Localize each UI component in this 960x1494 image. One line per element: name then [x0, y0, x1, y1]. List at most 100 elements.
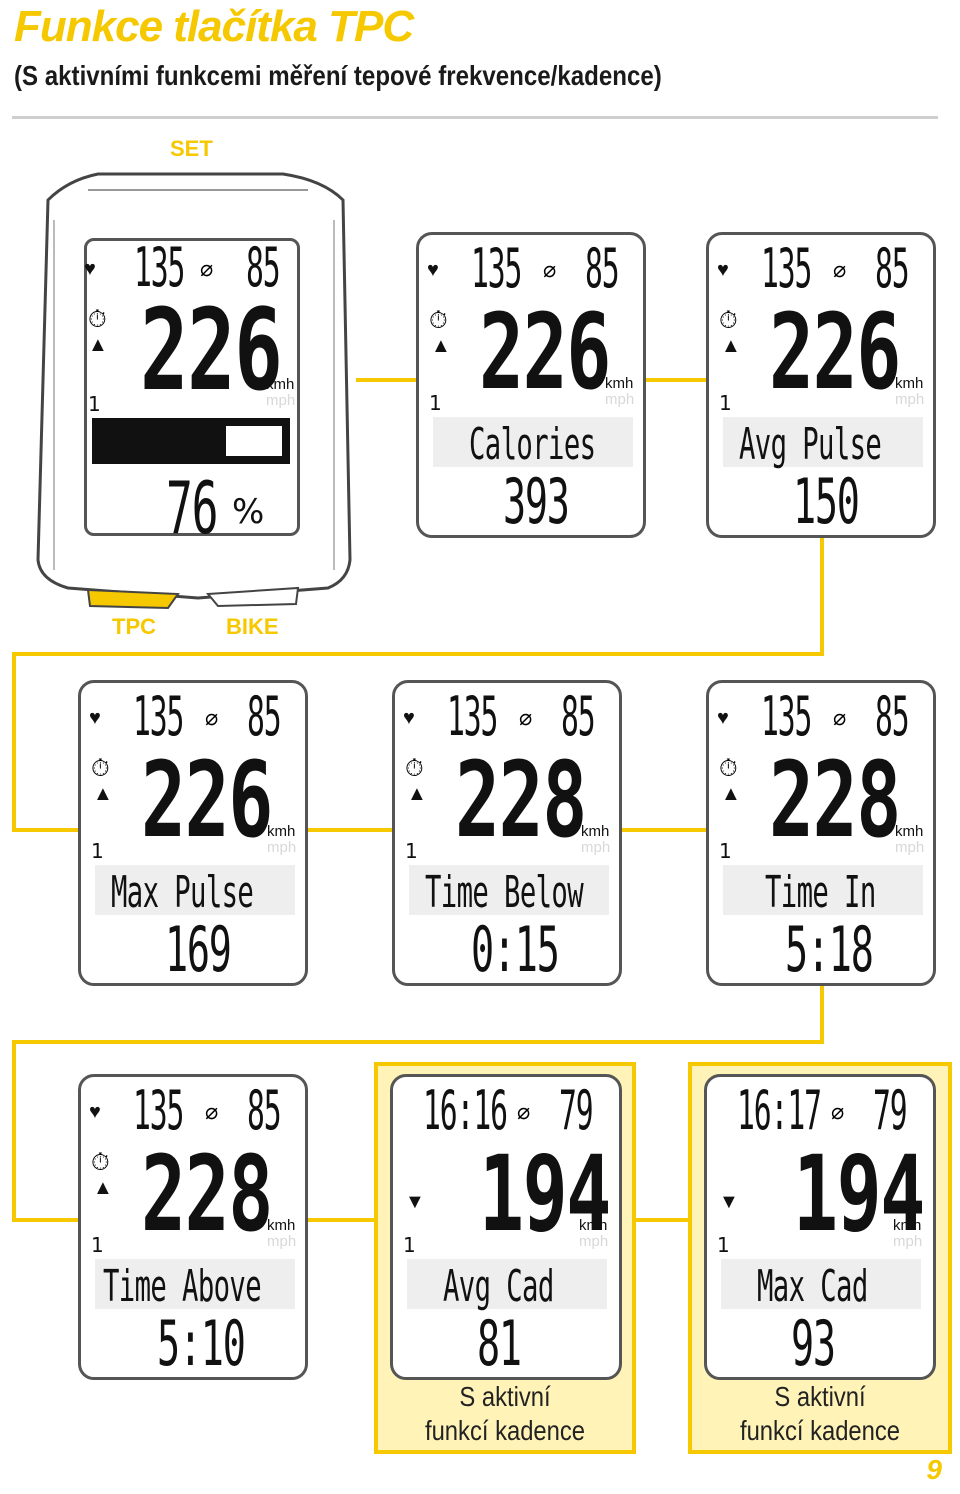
function-label: Max Pulse: [111, 867, 254, 918]
cadence-icon: ⌀: [517, 1099, 531, 1124]
label-background: [95, 865, 295, 915]
lap-number: 1: [429, 391, 442, 415]
speed-readout: 194: [793, 1133, 925, 1255]
speed-readout: 226: [141, 739, 273, 861]
label-background: [433, 417, 633, 467]
cadence-readout: 85: [561, 685, 596, 748]
speed-readout: 226: [479, 291, 611, 413]
speed-up-arrow-icon: ▲: [721, 335, 741, 357]
page-number: 9: [926, 1454, 942, 1485]
function-label: Time Above: [103, 1261, 262, 1312]
heart-icon: ♥: [84, 258, 96, 280]
stopwatch-icon: ⏱: [91, 1149, 110, 1176]
cadence-readout: 85: [585, 237, 620, 300]
connector: [12, 652, 824, 656]
lap-number: 1: [405, 839, 418, 863]
cadence-icon: ⌀: [205, 705, 219, 730]
speed-readout: 228: [455, 739, 587, 861]
zone-percent-unit: %: [232, 492, 265, 532]
speed-readout: 194: [479, 1133, 611, 1255]
heart-rate-readout: 135: [134, 236, 185, 299]
speed-up-arrow-icon: ▲: [93, 1177, 113, 1199]
note-line-2: funkcí kadence: [424, 1415, 586, 1446]
speed-readout: 226: [769, 291, 901, 413]
heart-icon: ♥: [403, 707, 415, 729]
cadence-icon: ⌀: [833, 705, 847, 730]
heart-rate-readout: 135: [133, 1079, 184, 1142]
function-value: 93: [791, 1307, 836, 1380]
label-background: [723, 417, 923, 467]
lcd-screen: ♥ 135 ⌀ 85 ⏱ ▲ 1 226 kmh mph Calories 39…: [416, 232, 646, 538]
speed-unit-kmh: kmh: [893, 1217, 922, 1234]
zone-percent-value: 76: [166, 466, 219, 550]
function-label: Time Below: [425, 867, 584, 918]
speed-unit-kmh: kmh: [605, 375, 634, 392]
lap-number: 1: [719, 391, 732, 415]
function-label: Avg Pulse: [739, 419, 882, 470]
zone-bar: [92, 418, 290, 464]
speed-unit-kmh: kmh: [581, 823, 610, 840]
set-button-label: SET: [170, 136, 213, 161]
function-label: Time In: [765, 867, 876, 918]
speed-down-arrow-icon: ▼: [405, 1191, 425, 1213]
speed-up-arrow-icon: ▲: [88, 334, 108, 356]
speed-unit-mph: mph: [267, 839, 297, 856]
speed-unit-mph: mph: [266, 392, 296, 409]
lap-number: 1: [717, 1233, 730, 1257]
speed-unit-mph: mph: [267, 1233, 297, 1250]
speed-unit-mph: mph: [605, 391, 635, 408]
lap-number: 1: [88, 392, 101, 416]
label-background: [721, 1259, 921, 1309]
cadence-readout: 79: [873, 1079, 908, 1142]
bike-button-label: BIKE: [226, 614, 279, 639]
speed-up-arrow-icon: ▲: [93, 783, 113, 805]
lap-number: 1: [91, 1233, 104, 1257]
speed-unit-kmh: kmh: [895, 823, 924, 840]
cadence-icon: ⌀: [200, 256, 214, 281]
label-background: [95, 1259, 295, 1309]
cadence-icon: ⌀: [205, 1099, 219, 1124]
zone-bar-empty: [224, 424, 284, 458]
speed-unit-mph: mph: [581, 839, 611, 856]
heart-icon: ♥: [89, 1101, 101, 1123]
stopwatch-icon: ⏱: [429, 307, 448, 334]
stopwatch-icon: ⏱: [405, 755, 424, 782]
lcd-screen: 16:16 ⌀ 79 ▼ 1 194 kmh mph Avg Cad 81: [390, 1074, 622, 1380]
cadence-readout: 85: [875, 685, 910, 748]
connector: [356, 378, 418, 382]
heart-icon: ♥: [717, 707, 729, 729]
page-title: Funkce tlačítka TPC: [14, 2, 414, 51]
connector: [12, 652, 16, 832]
function-label: Avg Cad: [443, 1261, 554, 1312]
speed-unit-mph: mph: [895, 839, 925, 856]
speed-unit-kmh: kmh: [895, 375, 924, 392]
clock-readout: 16:16: [423, 1079, 508, 1142]
connector: [646, 378, 708, 382]
function-label: Max Cad: [757, 1261, 868, 1312]
label-background: [407, 1259, 607, 1309]
heart-rate-readout: 135: [761, 237, 812, 300]
speed-up-arrow-icon: ▲: [431, 335, 451, 357]
speed-readout: 228: [769, 739, 901, 861]
function-value: 5:10: [157, 1307, 246, 1380]
speed-unit-kmh: kmh: [267, 1217, 296, 1234]
stopwatch-icon: ⏱: [719, 755, 738, 782]
lcd-screen: ♥ 135 ⌀ 85 ⏱ ▲ 1 228 kmh mph Time Above …: [78, 1074, 308, 1380]
connector: [12, 1040, 824, 1044]
stopwatch-icon: ⏱: [88, 306, 107, 333]
connector: [820, 536, 824, 656]
stopwatch-icon: ⏱: [91, 755, 110, 782]
lap-number: 1: [719, 839, 732, 863]
speed-readout: 226: [140, 286, 283, 416]
function-value: 0:15: [471, 913, 560, 986]
function-value: 81: [477, 1307, 522, 1380]
page-subtitle: (S aktivními funkcemi měření tepové frek…: [14, 60, 662, 91]
heart-icon: ♥: [427, 259, 439, 281]
function-value: 150: [793, 465, 860, 538]
connector: [634, 1218, 694, 1222]
heart-icon: ♥: [717, 259, 729, 281]
speed-readout: 228: [141, 1133, 273, 1255]
header-divider: [12, 116, 938, 119]
heart-rate-readout: 135: [471, 237, 522, 300]
cadence-icon: ⌀: [831, 1099, 845, 1124]
